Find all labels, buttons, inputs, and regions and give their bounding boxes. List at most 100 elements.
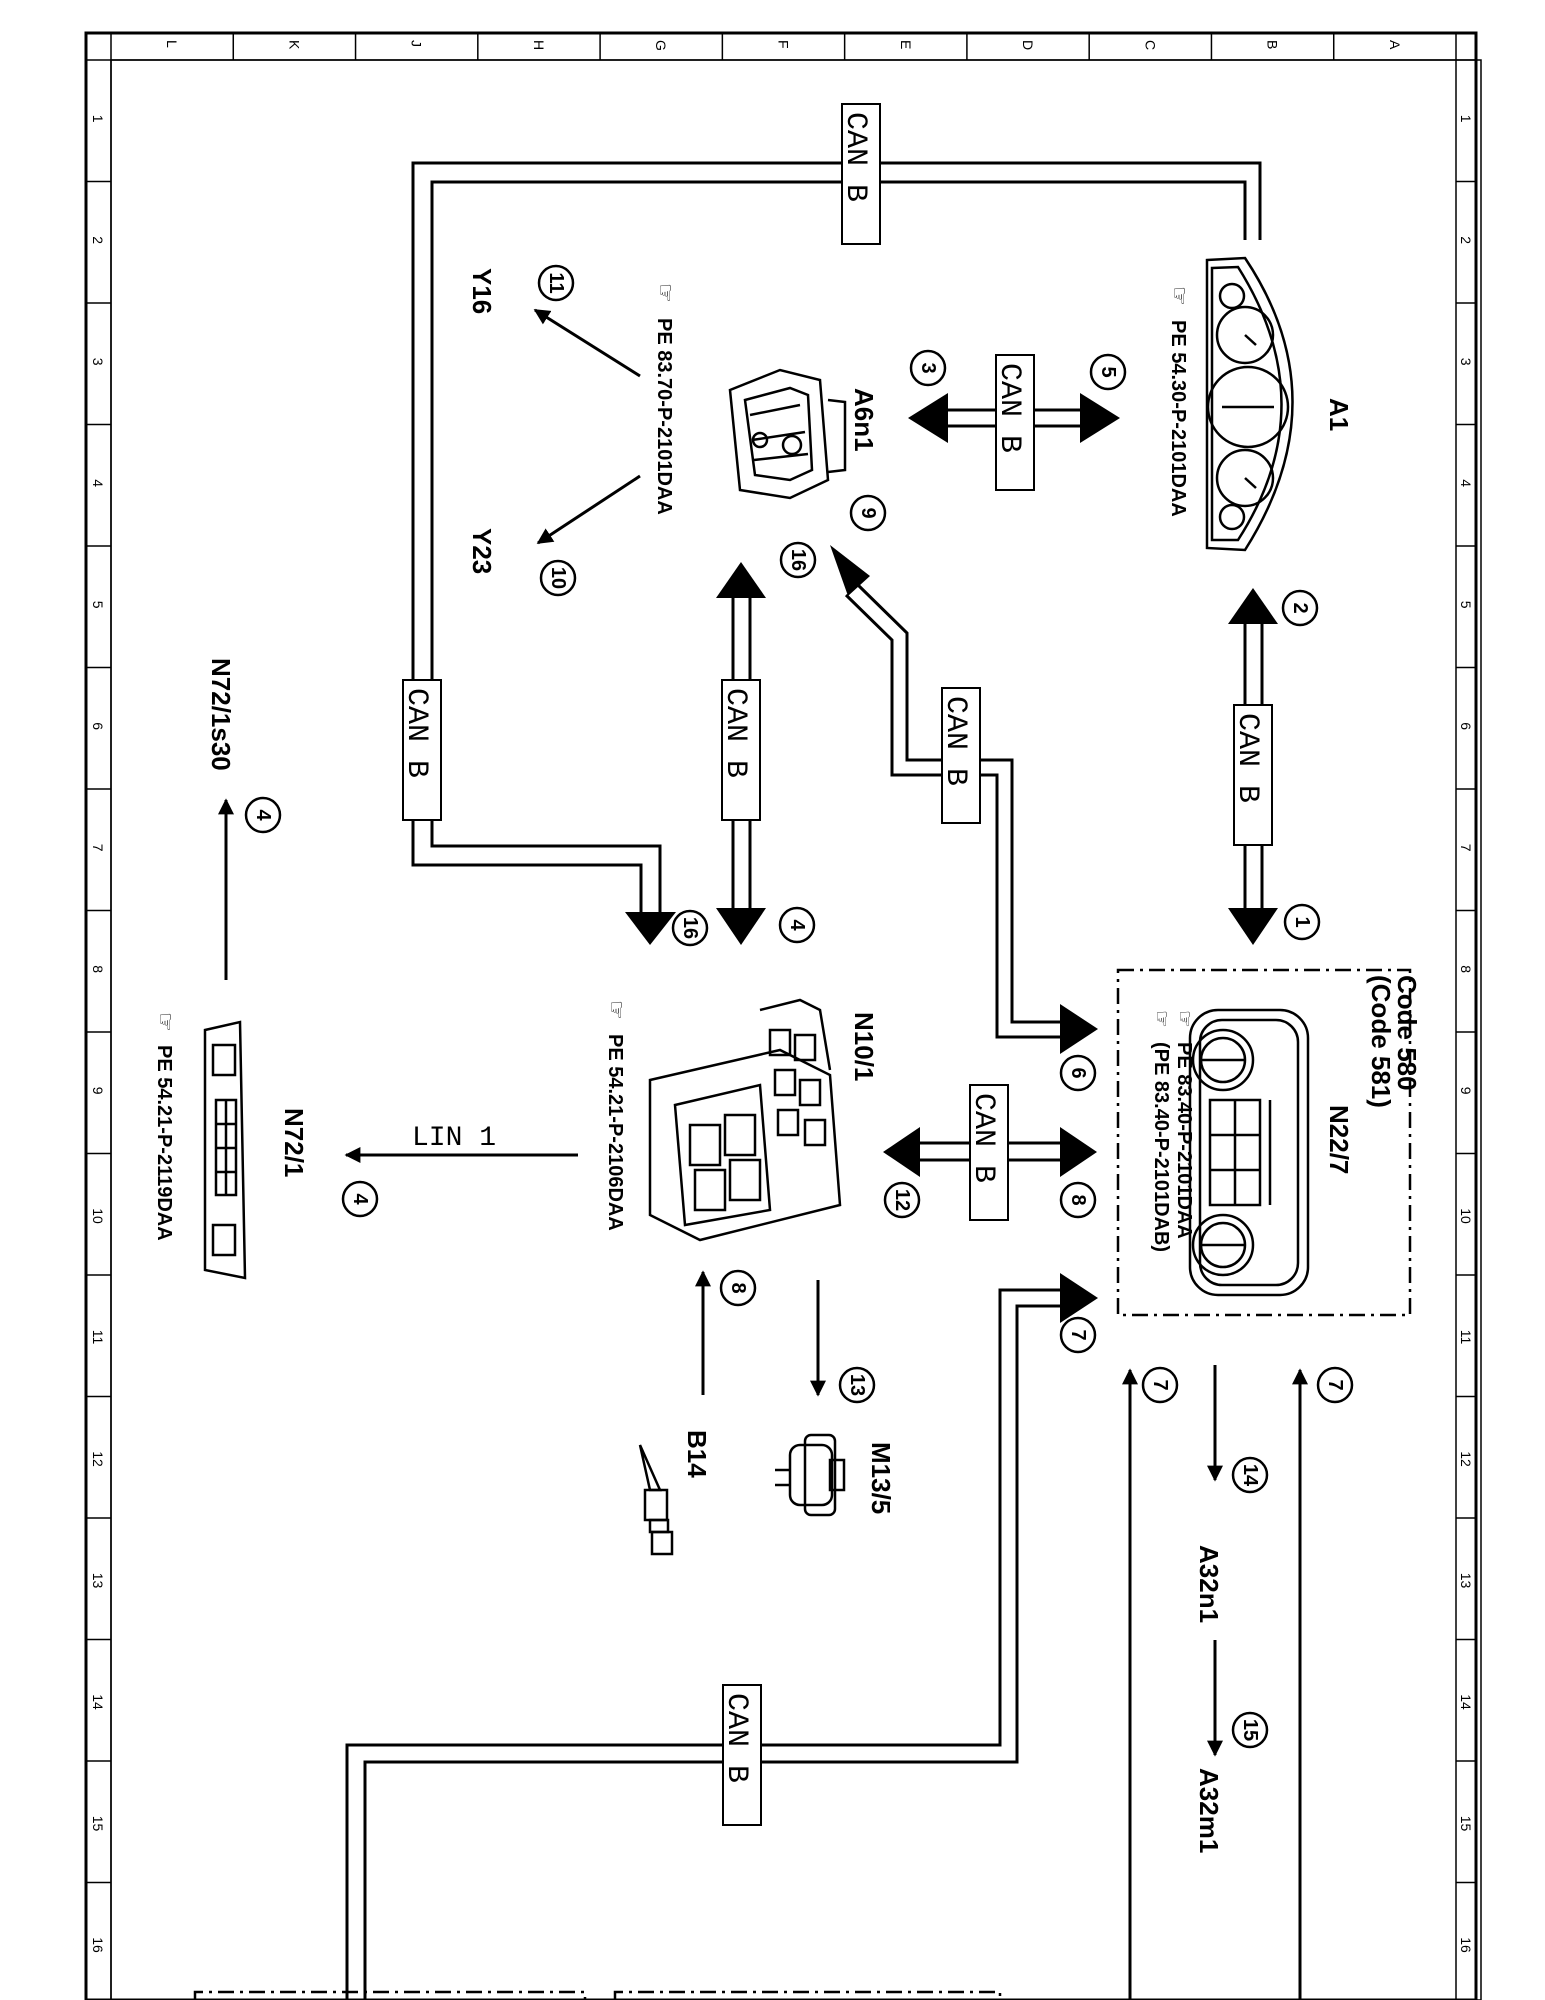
m13-5-label: M13/5 <box>866 1442 896 1514</box>
svg-text:CAN B: CAN B <box>399 688 433 778</box>
svg-text:6: 6 <box>1067 1067 1089 1078</box>
a6n1-reference: ☞ PE 83.70-P-2101DAA <box>653 283 678 515</box>
reference-number-7: 7 <box>1141 1366 1179 1404</box>
row-number-right: 11 <box>1458 1330 1474 1345</box>
svg-text:16: 16 <box>679 917 701 939</box>
row-number-right: 4 <box>1458 479 1474 487</box>
reference-number-15: 15 <box>1231 1711 1269 1749</box>
book-icon: ☞ <box>153 1012 178 1032</box>
reference-number-7: 7 <box>1059 1316 1097 1354</box>
can-bus-n10-1-n22-7: CAN B <box>883 1084 1097 1221</box>
row-number-left: 13 <box>90 1573 106 1589</box>
reference-number-1: 1 <box>1283 903 1321 941</box>
svg-text:2: 2 <box>1289 602 1311 613</box>
row-number-right: 12 <box>1458 1451 1474 1467</box>
bottom-boundary-left <box>193 1990 587 2000</box>
svg-text:PE 83.40-P-2101DAA: PE 83.40-P-2101DAA <box>1173 1042 1195 1239</box>
row-number-left: 11 <box>90 1330 106 1345</box>
column-letter: E <box>898 40 914 49</box>
svg-text:4: 4 <box>786 919 808 931</box>
arrow-into-a6n1-9 <box>830 545 870 596</box>
reference-number-10: 10 <box>539 559 577 597</box>
svg-text:PE 54.21-P-2119DAA: PE 54.21-P-2119DAA <box>153 1045 175 1241</box>
row-number-left: 4 <box>90 479 106 487</box>
row-number-right: 16 <box>1458 1937 1474 1953</box>
svg-text:12: 12 <box>891 1189 913 1211</box>
svg-text:5: 5 <box>1097 366 1119 377</box>
pump-m13-5-icon <box>775 1433 846 1517</box>
reference-number-12: 12 <box>883 1181 921 1219</box>
row-number-right: 13 <box>1458 1573 1474 1589</box>
reference-number-8: 8 <box>719 1269 757 1307</box>
svg-text:CAN B: CAN B <box>938 696 972 786</box>
sam-module-n10-1-icon <box>648 998 842 1242</box>
can-bus-a1-a6n1: CAN B <box>908 354 1120 491</box>
a1-reference: ☞ PE 54.30-P-2101DAA <box>1167 286 1192 517</box>
n22-7-code-boundary <box>1116 968 1412 1317</box>
svg-text:10: 10 <box>547 567 569 589</box>
reference-number-4: 4 <box>778 906 816 944</box>
n22-7-code-a: Code 580 <box>1392 975 1422 1091</box>
svg-text:7: 7 <box>1149 1379 1171 1390</box>
row-number-right: 10 <box>1458 1208 1474 1224</box>
n22-7-reference: ☞ PE 83.40-P-2101DAA ☞ (PE 83.40-P-2101D… <box>1150 1010 1195 1252</box>
row-number-right: 1 <box>1458 115 1474 123</box>
arrow-into-n10-16 <box>625 912 676 945</box>
n72-1-label: N72/1 <box>279 1108 309 1177</box>
column-letter: B <box>1265 40 1281 49</box>
n22-7-label: N22/7 <box>1324 1105 1354 1174</box>
row-number-left: 9 <box>90 1087 106 1095</box>
svg-text:16: 16 <box>787 549 809 571</box>
b14-label: B14 <box>682 1430 712 1478</box>
svg-text:8: 8 <box>727 1282 749 1293</box>
lin-1-label: LIN 1 <box>412 1123 496 1154</box>
row-number-left: 10 <box>90 1208 106 1224</box>
column-letter: G <box>653 40 669 51</box>
svg-text:CAN B: CAN B <box>838 112 872 202</box>
sensor-b14-icon <box>638 1444 674 1556</box>
column-letter: J <box>409 40 425 47</box>
column-letter: F <box>776 40 792 49</box>
a32n1-label: A32n1 <box>1194 1545 1224 1623</box>
row-number-left: 5 <box>90 601 106 609</box>
arrow-to-y16 <box>533 308 641 378</box>
n72-1s30-label: N72/1s30 <box>206 658 236 771</box>
column-letter: D <box>1020 40 1036 50</box>
svg-text:8: 8 <box>1067 1194 1089 1205</box>
arrow-into-n22-7-6 <box>1060 1004 1098 1054</box>
reference-number-11: 11 <box>537 264 575 302</box>
column-letter: L <box>164 40 180 48</box>
row-number-left: 12 <box>90 1451 106 1467</box>
svg-text:3: 3 <box>917 362 939 373</box>
svg-text:11: 11 <box>545 272 567 293</box>
n22-7-code-b: (Code 581) <box>1366 975 1396 1108</box>
row-number-left: 3 <box>90 358 106 366</box>
can-bus-bottom <box>345 1288 1065 2000</box>
a32m1-label: A32m1 <box>1194 1768 1224 1853</box>
switch-panel-n72-1-icon <box>203 1020 247 1280</box>
reference-number-4: 4 <box>244 796 282 834</box>
row-number-right: 5 <box>1458 601 1474 609</box>
a6n1-label: A6n1 <box>849 388 879 452</box>
svg-text:13: 13 <box>846 1374 868 1396</box>
svg-text:7: 7 <box>1324 1379 1346 1390</box>
row-number-left: 16 <box>90 1937 106 1953</box>
row-number-right: 14 <box>1458 1694 1474 1710</box>
reference-number-6: 6 <box>1059 1054 1097 1092</box>
row-number-right: 6 <box>1458 722 1474 730</box>
drawing-frame <box>84 31 1482 2000</box>
svg-text:15: 15 <box>1239 1719 1261 1741</box>
y16-label: Y16 <box>467 268 497 314</box>
row-number-right: 2 <box>1458 236 1474 244</box>
row-number-right: 3 <box>1458 358 1474 366</box>
n10-1-label: N10/1 <box>849 1012 879 1081</box>
can-b-label-bottom: CAN B <box>719 1684 762 1826</box>
reference-number-3: 3 <box>909 349 947 387</box>
n72-1-reference: ☞ PE 54.21-P-2119DAA <box>153 1012 178 1241</box>
svg-text:CAN B: CAN B <box>718 688 752 778</box>
column-letter: K <box>286 40 302 50</box>
